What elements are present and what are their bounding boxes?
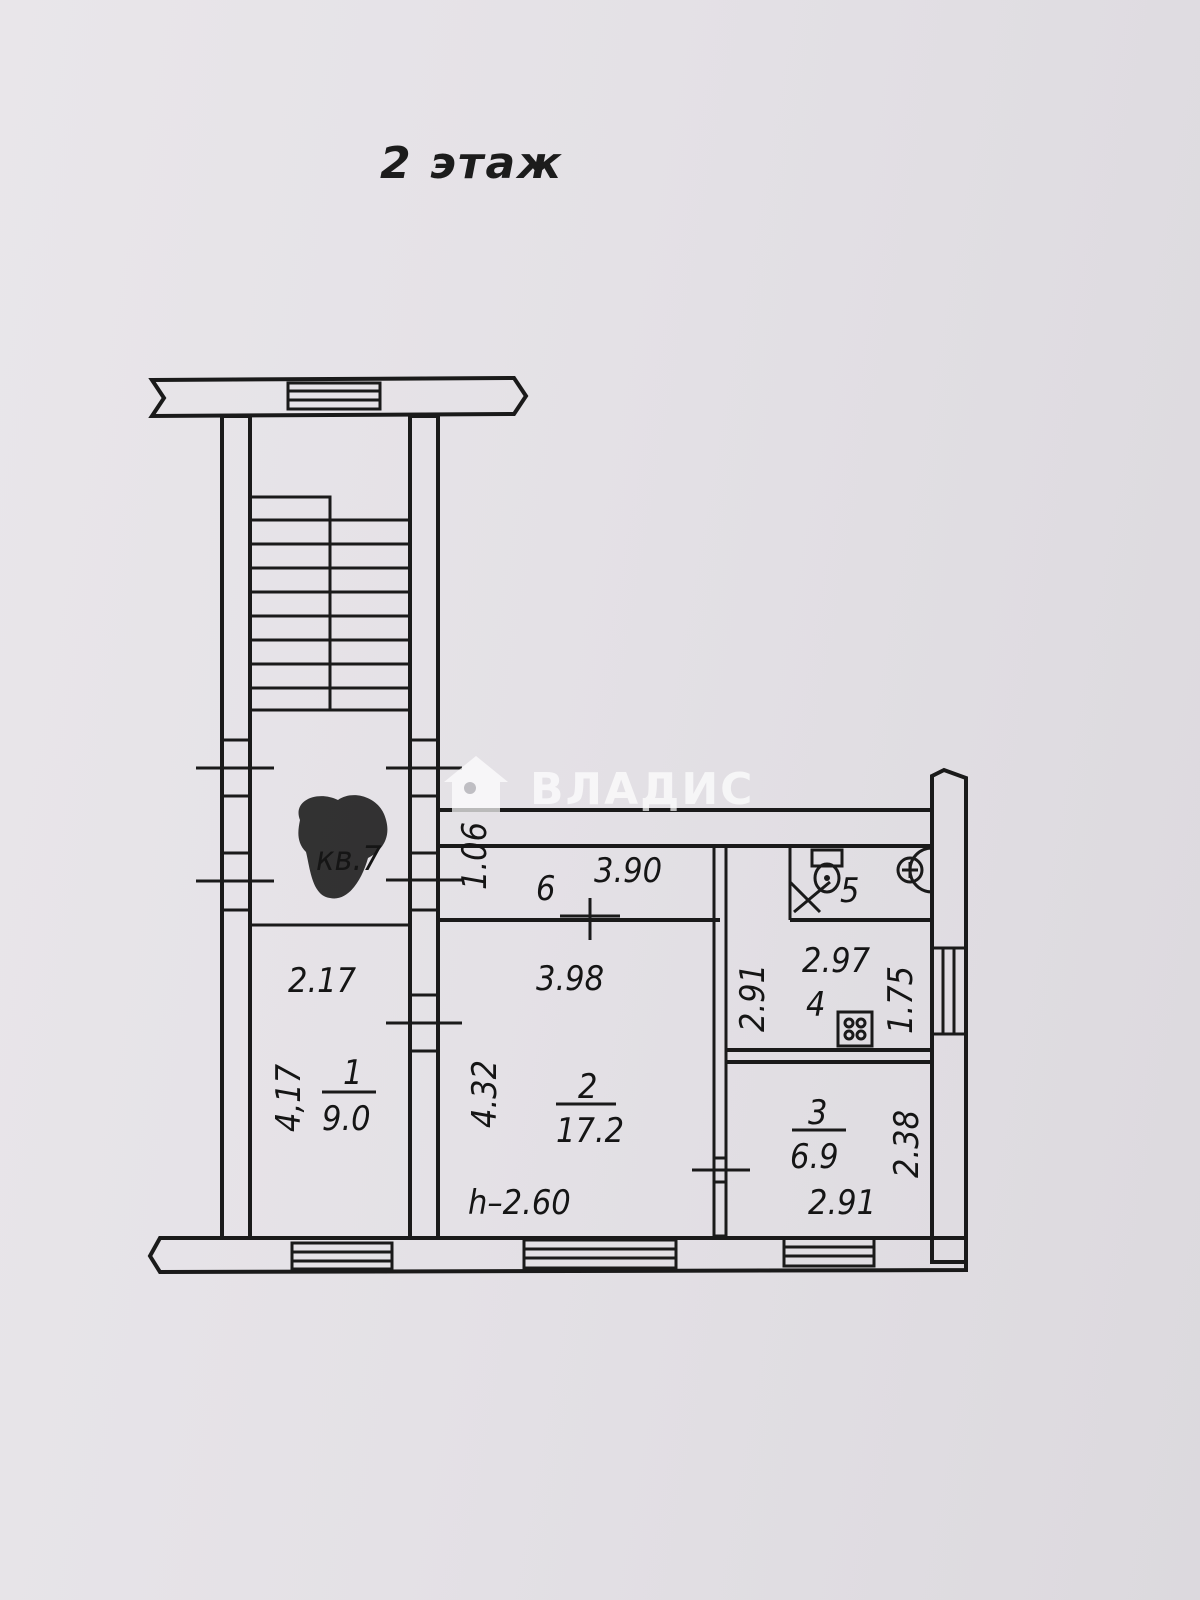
room-1-area: 9.0 xyxy=(322,1099,371,1139)
room-4-length: 1.75 xyxy=(881,966,921,1034)
stove-icon xyxy=(836,1010,874,1048)
room-3-width: 2.91 xyxy=(808,1183,876,1223)
room-3-length: 2.38 xyxy=(887,1110,927,1178)
room-2-area: 17.2 xyxy=(556,1111,624,1151)
watermark-text: ВЛАДИС xyxy=(530,764,754,815)
ink-smudge xyxy=(298,795,388,899)
room-4-side: 2.91 xyxy=(733,964,773,1032)
room-3-area: 6.9 xyxy=(790,1137,839,1177)
corridor-wall xyxy=(436,808,934,848)
toilet-icon xyxy=(810,848,844,894)
room-3-number: 3 xyxy=(808,1093,827,1133)
apartment-label: кв.7 xyxy=(316,839,382,879)
room-4-number: 4 xyxy=(806,985,825,1025)
room-6-number: 6 xyxy=(536,869,555,909)
room-2-number: 2 xyxy=(578,1067,597,1107)
right-wall xyxy=(930,767,968,1264)
room-2-length: 4.32 xyxy=(465,1060,505,1128)
bathroom-block xyxy=(726,846,932,1064)
room-6-length: 1.06 xyxy=(455,822,495,890)
ceiling-height: h–2.60 xyxy=(468,1183,571,1223)
room-2-width: 3.98 xyxy=(536,959,604,999)
room-1-number: 1 xyxy=(343,1053,362,1093)
top-wall xyxy=(148,375,529,419)
room-5-number: 5 xyxy=(840,871,859,911)
room-6-width: 3.90 xyxy=(594,851,662,891)
room-4-width: 2.97 xyxy=(802,941,871,981)
staircase xyxy=(250,495,410,712)
room-1-length: 4,17 xyxy=(269,1063,309,1132)
bottom-wall xyxy=(147,1236,968,1275)
floor-title: 2 этаж xyxy=(380,138,563,189)
sink-icon xyxy=(896,846,933,894)
partition-wall xyxy=(692,844,750,1238)
watermark-logo: ВЛАДИС xyxy=(444,756,754,815)
room-1-width: 2.17 xyxy=(288,961,357,1001)
